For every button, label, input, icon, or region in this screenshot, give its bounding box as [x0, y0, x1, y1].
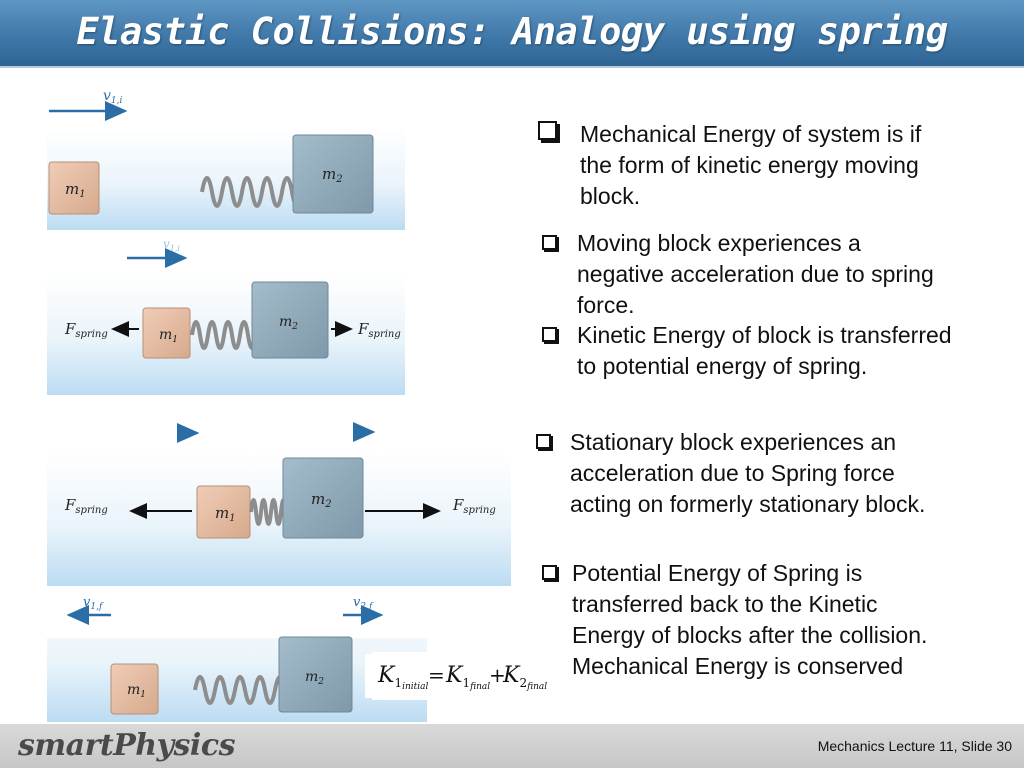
energy-equation: K1initial = K1final + K2final	[372, 652, 552, 700]
svg-text:+: +	[489, 663, 506, 687]
svg-text:m2: m2	[305, 669, 324, 687]
fspring-label-right: Fspring	[452, 496, 496, 516]
v1f-label: v1,f	[83, 595, 104, 612]
svg-text:=: =	[428, 663, 445, 687]
svg-text:K2final: K2final	[502, 663, 547, 692]
svg-text:m1: m1	[127, 682, 146, 700]
v2f-label: v2,f	[353, 595, 374, 612]
checkbox-bullet-icon	[538, 121, 557, 140]
svg-text:K1final: K1final	[445, 663, 490, 692]
bullet-item: Stationary block experiences an accelera…	[536, 427, 948, 520]
bullet-item: Kinetic Energy of block is transferred t…	[542, 320, 962, 382]
checkbox-bullet-icon	[542, 565, 557, 580]
spring	[200, 176, 314, 208]
slide-info: Mechanics Lecture 11, Slide 30	[817, 738, 1012, 754]
svg-text:m1: m1	[159, 327, 178, 345]
block-m2	[251, 281, 329, 359]
fspring-label-left: Fspring	[64, 496, 108, 516]
figure-panel-2: v1,i Fspring m1 m2 Fspring	[47, 232, 405, 395]
bullet-item: Potential Energy of Spring is transferre…	[542, 558, 932, 682]
checkbox-bullet-icon	[542, 235, 557, 250]
v1i-label-faded: v1,i	[163, 237, 180, 253]
figure-panel-4: v1,f v2,f m1 m2	[47, 588, 427, 722]
svg-text:m2: m2	[311, 490, 332, 510]
figure-panel-3: Fspring m1 m2 Fspring	[47, 418, 511, 586]
block-m2	[278, 636, 353, 713]
fspring-label-right: Fspring	[357, 320, 401, 340]
title-bar: Elastic Collisions: Analogy using spring	[0, 0, 1024, 68]
svg-text:K1initial: K1initial	[377, 663, 428, 692]
figure-panel-1: v1,i m1 m2	[47, 78, 405, 230]
block-m1	[48, 161, 100, 215]
fspring-label-left: Fspring	[64, 320, 108, 340]
smartphysics-logo: smartPhysics	[18, 728, 235, 763]
bullet-item: Mechanical Energy of system is if the fo…	[538, 119, 958, 212]
block-m1	[110, 663, 159, 715]
block-m1	[142, 307, 191, 359]
checkbox-bullet-icon	[536, 434, 551, 449]
footer-bar: smartPhysics Mechanics Lecture 11, Slide…	[0, 724, 1024, 768]
block-m1	[196, 485, 251, 539]
svg-text:m1: m1	[215, 504, 236, 524]
svg-text:m1: m1	[65, 180, 86, 200]
svg-text:m2: m2	[322, 165, 343, 185]
block-m2	[292, 134, 374, 214]
slide-title: Elastic Collisions: Analogy using spring	[76, 10, 948, 53]
v1i-label: v1,i	[103, 88, 123, 106]
checkbox-bullet-icon	[542, 327, 557, 342]
svg-text:m2: m2	[279, 314, 298, 332]
bullet-item: Moving block experiences a negative acce…	[542, 228, 952, 321]
block-m2	[282, 457, 364, 539]
